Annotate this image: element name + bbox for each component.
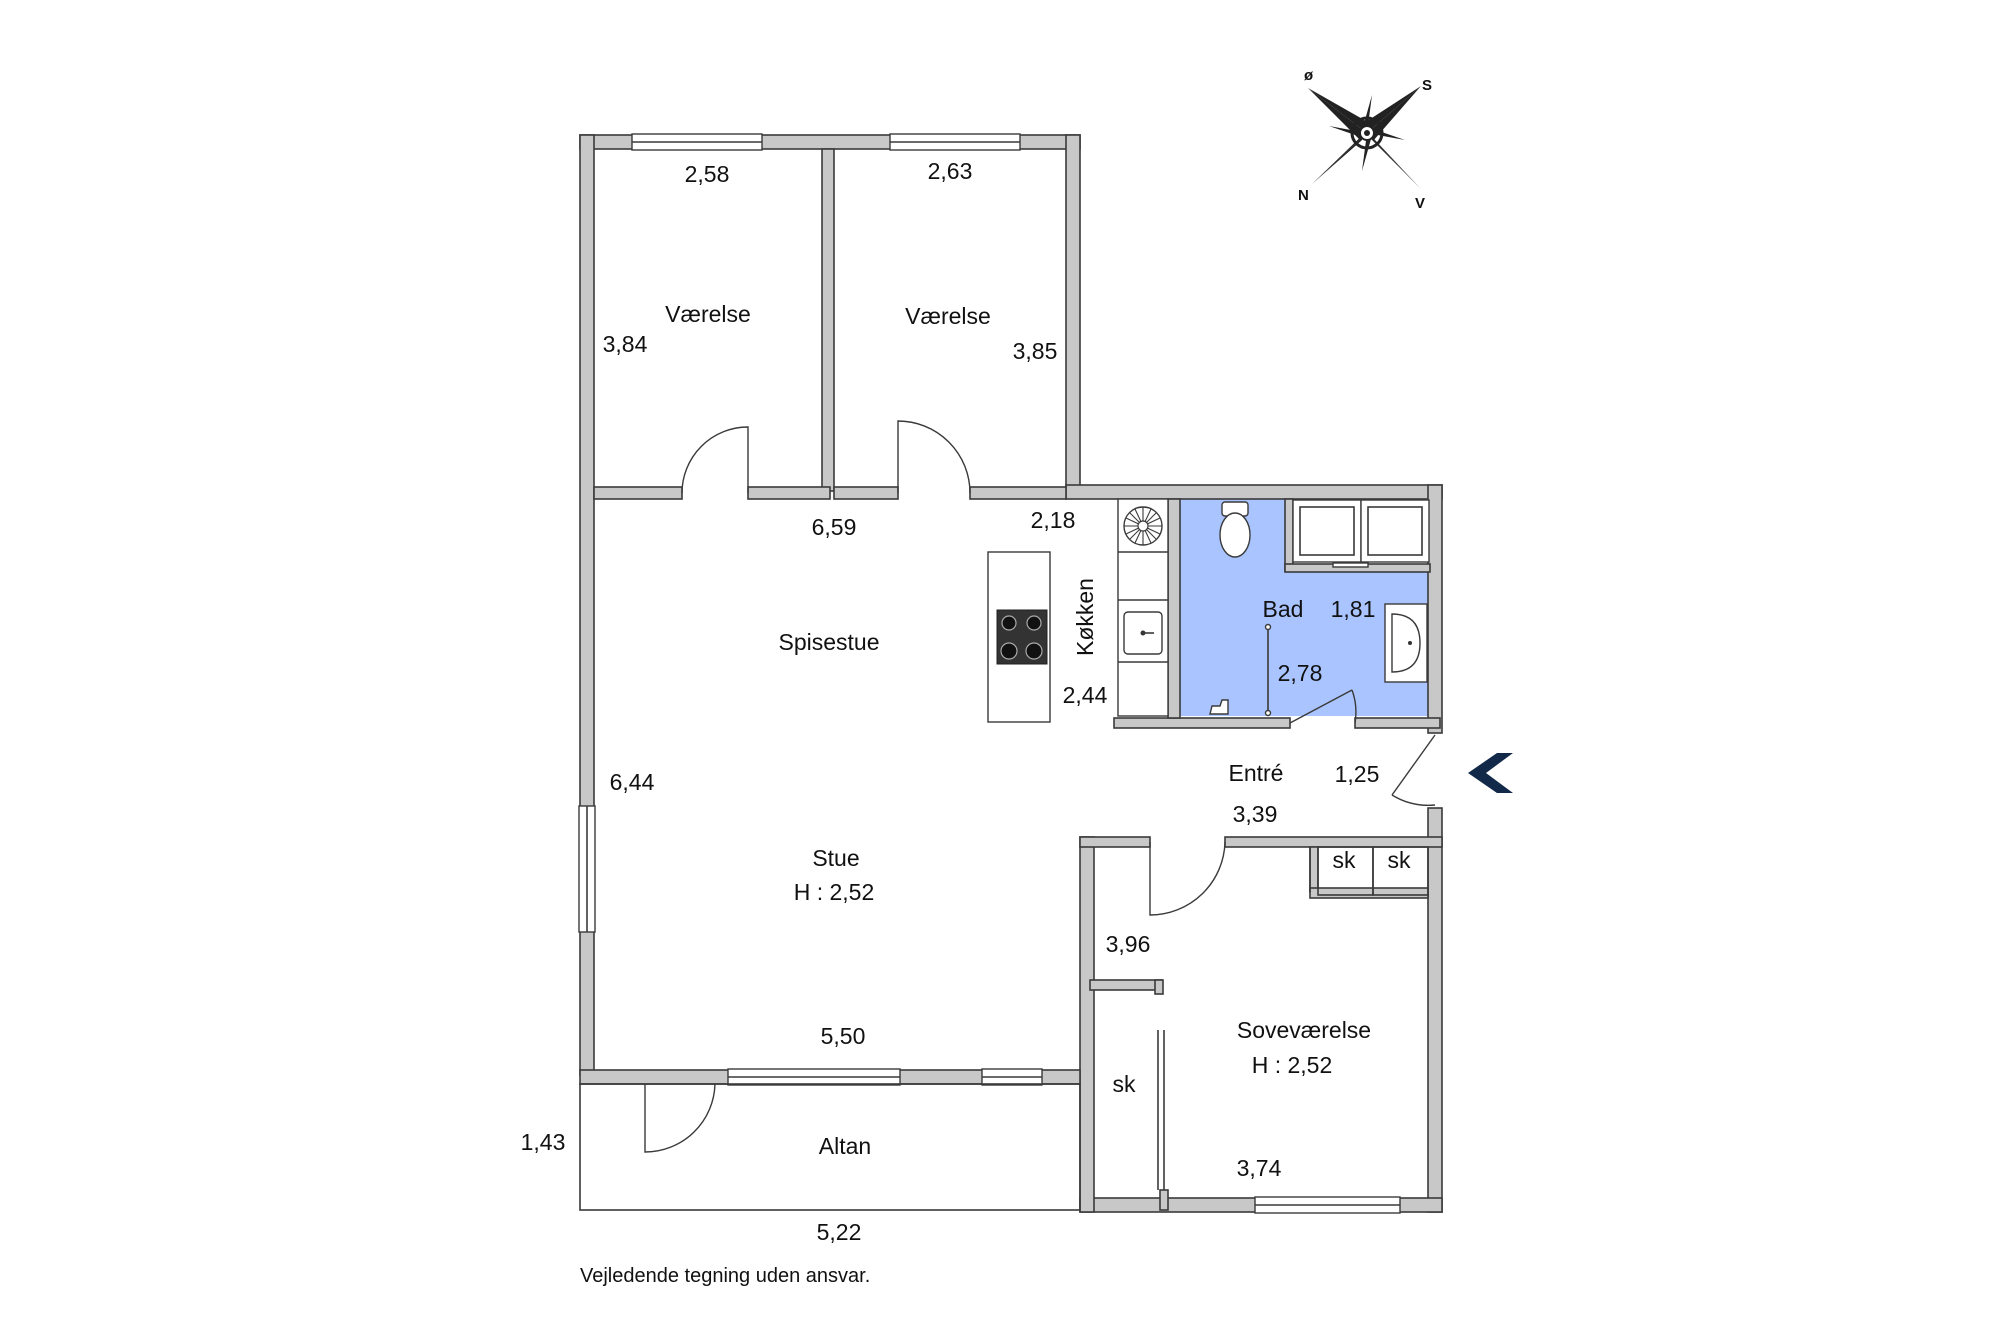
dim-bad-width: 1,81 (1331, 596, 1376, 622)
altan-outline (579, 1083, 1081, 1211)
dim-stue-depth: 6,44 (610, 769, 655, 795)
dim-sovevaerelse-depth: 3,96 (1106, 931, 1151, 957)
room-vaerelse-1: Værelse (665, 301, 751, 327)
room-spisestue: Spisestue (778, 629, 879, 655)
closets (1309, 846, 1429, 896)
entrance-arrow-icon (1468, 753, 1513, 793)
compass-rose-icon (1308, 86, 1421, 188)
dim-vaerelse-2-depth: 3,85 (1013, 338, 1058, 364)
room-stue-height: H : 2,52 (794, 879, 875, 905)
washer (1292, 499, 1362, 563)
room-bad: Bad (1263, 596, 1304, 622)
bathroom-fixtures (1209, 499, 1430, 715)
dim-bad-depth: 2,78 (1278, 660, 1323, 686)
compass-east: ø (1304, 67, 1314, 84)
dim-vaerelse-2-width: 2,63 (928, 158, 973, 184)
compass-south: S (1422, 77, 1432, 94)
room-stue: Stue (812, 845, 859, 871)
dim-entre-width: 1,25 (1335, 761, 1380, 787)
room-sovevaerelse: Soveværelse (1237, 1017, 1371, 1043)
dim-stue-width: 5,50 (821, 1023, 866, 1049)
dim-entre-depth: 3,39 (1233, 801, 1278, 827)
dim-spisestue-width: 6,59 (812, 514, 857, 540)
interior-walls (593, 148, 1443, 1211)
dim-vaerelse-1-depth: 3,84 (603, 331, 648, 357)
dryer (1360, 499, 1430, 563)
disclaimer: Vejledende tegning uden ansvar. (580, 1265, 870, 1287)
closet-label-1: sk (1333, 847, 1357, 873)
closet-label-3: sk (1113, 1071, 1137, 1097)
windows (578, 133, 1401, 1214)
compass-north: N (1298, 187, 1309, 204)
room-altan: Altan (819, 1133, 871, 1159)
room-koekken: Køkken (1072, 578, 1098, 656)
kitchen-fixtures (987, 498, 1169, 723)
room-vaerelse-2: Værelse (905, 303, 991, 329)
dim-vaerelse-1-width: 2,58 (685, 161, 730, 187)
room-entre: Entré (1229, 760, 1284, 786)
dim-altan-depth: 1,43 (521, 1129, 566, 1155)
closet-label-2: sk (1388, 847, 1412, 873)
doors (644, 420, 1436, 1190)
dim-koekken-depth: 2,44 (1063, 682, 1108, 708)
dim-altan-width: 5,22 (817, 1219, 862, 1245)
toilet-bowl (1219, 512, 1251, 558)
dim-sovevaerelse-width: 3,74 (1237, 1155, 1282, 1181)
room-sovevaerelse-height: H : 2,52 (1252, 1052, 1333, 1078)
compass-west: V (1415, 195, 1425, 212)
dim-koekken-width: 2,18 (1031, 507, 1076, 533)
